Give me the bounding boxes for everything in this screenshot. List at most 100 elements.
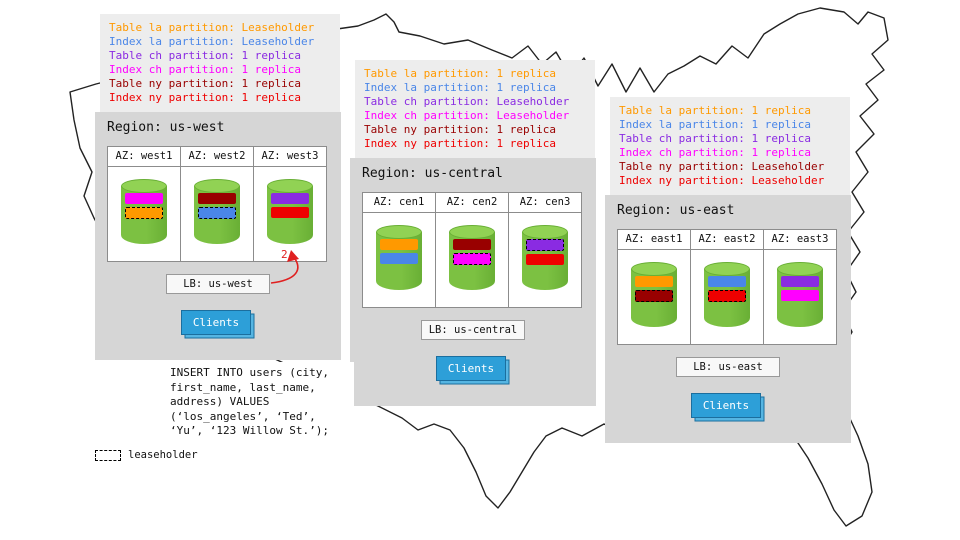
az-box-west3: AZ: west3 bbox=[253, 146, 327, 262]
legend-line: Index ch partition: 1 replica bbox=[109, 63, 302, 76]
az-label: AZ: cen2 bbox=[436, 193, 508, 213]
region-panel-us-west: Region: us-west AZ: west1 AZ: west2 bbox=[95, 112, 341, 360]
az-label: AZ: east2 bbox=[691, 230, 763, 250]
partition-bars bbox=[198, 193, 236, 219]
sql-line: INSERT INTO users (city, bbox=[170, 366, 329, 379]
legend-line: Table la partition: 1 replica bbox=[364, 67, 557, 80]
leaseholder-label: leaseholder bbox=[128, 449, 198, 461]
partition-bars bbox=[526, 239, 564, 265]
partition-bars bbox=[453, 239, 491, 265]
sql-line: (‘los_angeles’, ‘Ted’, bbox=[170, 409, 316, 423]
az-box-cen1: AZ: cen1 bbox=[362, 192, 436, 308]
partition-bar bbox=[526, 254, 564, 265]
load-balancer-us-central: LB: us-central bbox=[421, 320, 525, 340]
cylinder-top bbox=[121, 179, 167, 193]
az-label: AZ: east1 bbox=[618, 230, 690, 250]
region-title: Region: us-west bbox=[107, 120, 225, 135]
az-label: AZ: east3 bbox=[764, 230, 836, 250]
cylinder-top bbox=[376, 225, 422, 239]
az-box-west1: AZ: west1 bbox=[107, 146, 181, 262]
partition-bar bbox=[380, 253, 418, 264]
az-box-cen3: AZ: cen3 bbox=[508, 192, 582, 308]
clients-box-us-west: Clients bbox=[181, 310, 251, 335]
clients-box-us-central: Clients bbox=[436, 356, 506, 381]
database-node-cylinder bbox=[449, 225, 495, 297]
database-node-cylinder bbox=[704, 262, 750, 334]
az-box-east3: AZ: east3 bbox=[763, 229, 837, 345]
legend-line: Table ny partition: 1 replica bbox=[364, 123, 557, 136]
az-label: AZ: west3 bbox=[254, 147, 326, 167]
legend-line: Index la partition: 1 replica bbox=[619, 118, 812, 131]
partition-bars bbox=[781, 276, 819, 301]
leaseholder-swatch-icon bbox=[95, 449, 121, 461]
az-label: AZ: cen3 bbox=[509, 193, 581, 213]
partition-bar bbox=[708, 290, 746, 302]
az-row: AZ: east1 AZ: east2 bbox=[617, 229, 837, 345]
legend-line: Table la partition: Leaseholder bbox=[109, 21, 315, 34]
partition-bar bbox=[453, 239, 491, 250]
cylinder-top bbox=[267, 179, 313, 193]
az-box-cen2: AZ: cen2 bbox=[435, 192, 509, 308]
partition-bar bbox=[198, 193, 236, 204]
sql-line: ‘Yu’, ‘123 Willow St.’); bbox=[170, 424, 329, 437]
legend-line: Index ny partition: 1 replica bbox=[364, 137, 557, 150]
legend-line: Table la partition: 1 replica bbox=[619, 104, 812, 117]
region-panel-us-central: Region: us-central AZ: cen1 AZ: cen2 bbox=[350, 158, 596, 406]
legend-line: Table ch partition: Leaseholder bbox=[364, 95, 570, 108]
az-label: AZ: cen1 bbox=[363, 193, 435, 213]
region-title: Region: us-east bbox=[617, 203, 735, 218]
az-box-west2: AZ: west2 bbox=[180, 146, 254, 262]
legend-line: Index ny partition: Leaseholder bbox=[619, 174, 825, 187]
partition-bar bbox=[635, 276, 673, 287]
partition-bar bbox=[708, 276, 746, 287]
az-label: AZ: west1 bbox=[108, 147, 180, 167]
database-node-cylinder bbox=[631, 262, 677, 334]
partition-bar bbox=[271, 193, 309, 204]
leaseholder-legend: leaseholder bbox=[95, 449, 198, 461]
legend-line: Index ch partition: Leaseholder bbox=[364, 109, 570, 122]
legend-line: Index ch partition: 1 replica bbox=[619, 146, 812, 159]
load-balancer-us-east: LB: us-east bbox=[676, 357, 780, 377]
region-panel-us-east: Region: us-east AZ: east1 AZ: east2 bbox=[605, 195, 851, 443]
partition-bar bbox=[453, 253, 491, 265]
sql-insert-statement: INSERT INTO users (city, first_name, las… bbox=[168, 362, 354, 443]
az-label: AZ: west2 bbox=[181, 147, 253, 167]
az-box-east2: AZ: east2 bbox=[690, 229, 764, 345]
partition-bar bbox=[635, 290, 673, 302]
partition-bar bbox=[198, 207, 236, 219]
database-node-cylinder bbox=[194, 179, 240, 251]
legend-line: Index la partition: 1 replica bbox=[364, 81, 557, 94]
region-title: Region: us-central bbox=[362, 166, 503, 181]
legend-line: Table ch partition: 1 replica bbox=[109, 49, 302, 62]
partition-bars bbox=[125, 193, 163, 219]
legend-line: Table ny partition: 1 replica bbox=[109, 77, 302, 90]
sql-line: first_name, last_name, bbox=[170, 380, 316, 394]
load-balancer-us-west: LB: us-west bbox=[166, 274, 270, 294]
partition-legend-us-east: Table la partition: 1 replica Index la p… bbox=[610, 97, 850, 195]
legend-line: Index ny partition: 1 replica bbox=[109, 91, 302, 104]
partition-legend-us-west: Table la partition: Leaseholder Index la… bbox=[100, 14, 340, 112]
partition-bar bbox=[271, 207, 309, 218]
legend-line: Table ch partition: 1 replica bbox=[619, 132, 812, 145]
arrow-step-label: 2 bbox=[281, 248, 288, 261]
cylinder-top bbox=[631, 262, 677, 276]
database-node-cylinder bbox=[121, 179, 167, 251]
database-node-cylinder bbox=[267, 179, 313, 251]
partition-bar bbox=[380, 239, 418, 250]
partition-bar bbox=[125, 207, 163, 219]
database-node-cylinder bbox=[522, 225, 568, 297]
partition-bars bbox=[380, 239, 418, 264]
sql-line: address) VALUES bbox=[170, 395, 270, 408]
cylinder-top bbox=[522, 225, 568, 239]
cylinder-top bbox=[704, 262, 750, 276]
cylinder-top bbox=[777, 262, 823, 276]
partition-bar bbox=[781, 276, 819, 287]
az-row: AZ: west1 AZ: west2 bbox=[107, 146, 327, 262]
partition-legend-us-central: Table la partition: 1 replica Index la p… bbox=[355, 60, 595, 158]
partition-bar bbox=[125, 193, 163, 204]
cylinder-top bbox=[194, 179, 240, 193]
cylinder-top bbox=[449, 225, 495, 239]
partition-bars bbox=[635, 276, 673, 302]
